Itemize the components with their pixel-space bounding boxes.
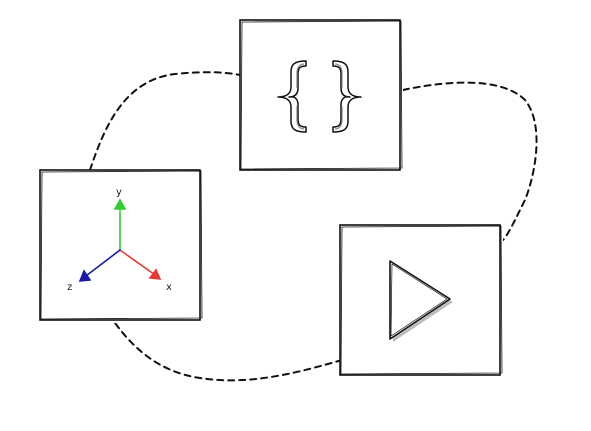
connector-axes-to-code (89, 71, 241, 171)
z-axis-arrow (78, 269, 92, 282)
connector-code-to-play (402, 81, 538, 241)
x-axis-label: x (166, 282, 172, 293)
x-axis-arrow (148, 268, 162, 280)
axes-node-frame-sketch (40, 170, 203, 320)
y-axis-label: y (116, 187, 122, 198)
connector-play-to-axes (114, 322, 343, 382)
code-node[interactable] (239, 19, 403, 173)
3d-axes-icon (78, 198, 162, 282)
z-axis-label: z (67, 282, 72, 293)
play-node[interactable] (339, 224, 503, 378)
y-axis-arrow (113, 198, 127, 210)
x-axis-line (119, 249, 159, 278)
play-icon (389, 260, 453, 342)
curly-braces-icon (277, 60, 362, 133)
code-node-frame-sketch (240, 20, 403, 170)
axes-node[interactable]: y x z (39, 169, 203, 323)
z-axis-line (81, 249, 121, 280)
connectors (89, 71, 538, 382)
play-node-frame-sketch (340, 225, 503, 375)
code-node-frame (239, 19, 401, 171)
